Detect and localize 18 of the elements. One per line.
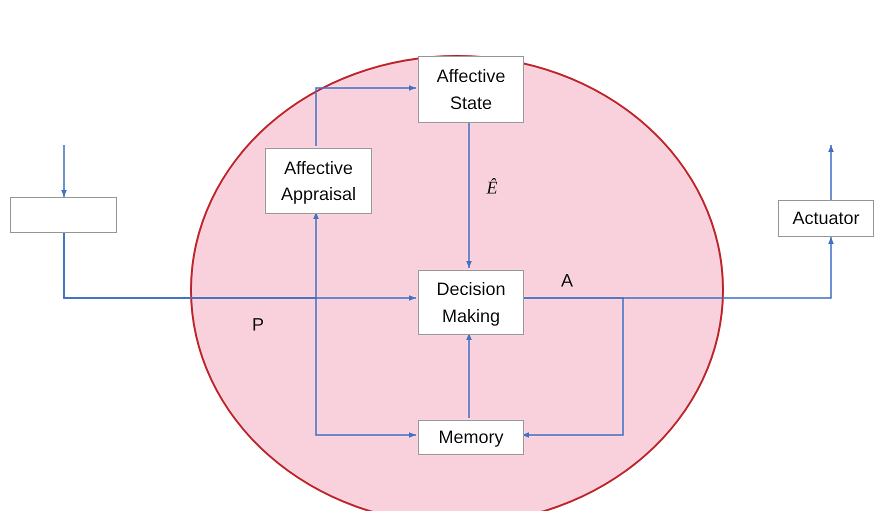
process-box bbox=[265, 148, 372, 214]
arrow bbox=[315, 85, 416, 146]
arrow bbox=[466, 121, 472, 268]
box-label: Affective State bbox=[436, 65, 506, 114]
box-label: Actuator bbox=[792, 207, 860, 230]
arrow bbox=[63, 233, 416, 438]
arrow bbox=[828, 145, 834, 200]
process-box bbox=[418, 56, 524, 123]
process-box bbox=[418, 270, 524, 335]
arrow bbox=[61, 145, 67, 197]
arrow bbox=[466, 333, 472, 418]
box-label: Affective Appraisal bbox=[280, 156, 358, 206]
box-label: Memory bbox=[438, 426, 504, 450]
process-box bbox=[418, 420, 524, 455]
sensor-box bbox=[10, 197, 117, 233]
process-box bbox=[778, 200, 874, 237]
box-label: Decision Making bbox=[435, 278, 507, 328]
arrow bbox=[522, 297, 624, 438]
